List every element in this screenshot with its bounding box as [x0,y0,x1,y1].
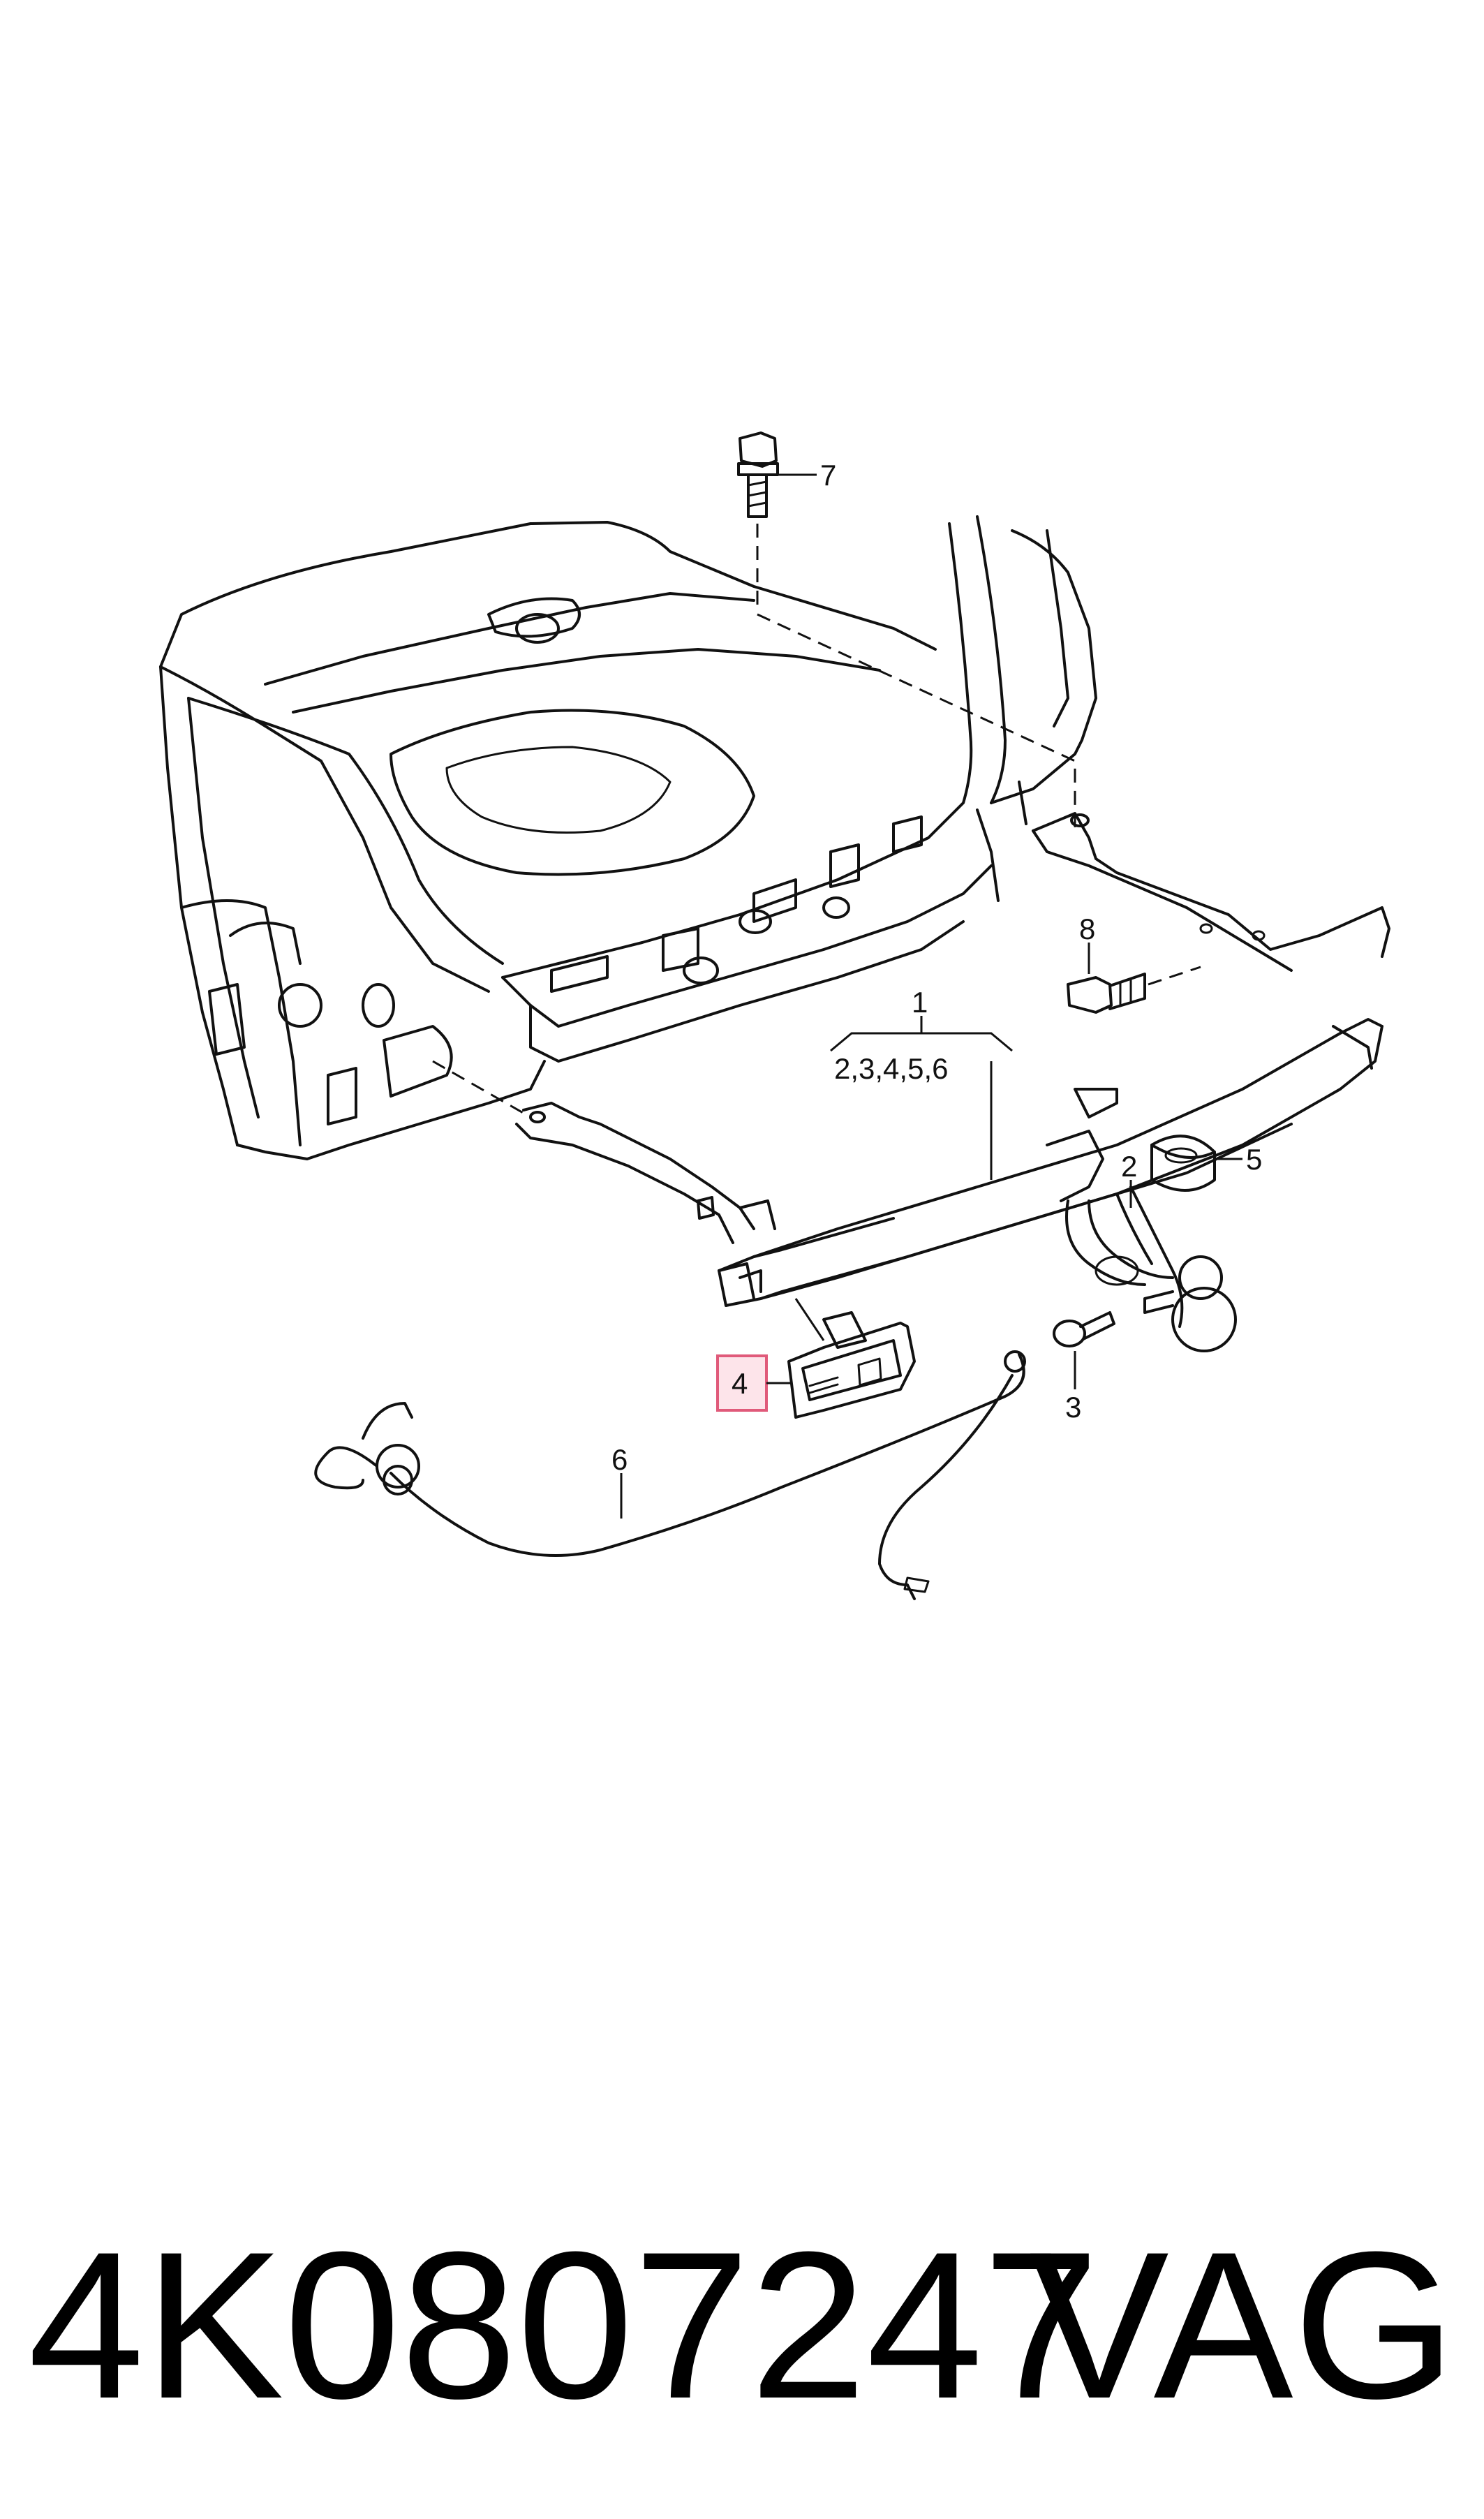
screw-3-icon [1053,1311,1115,1347]
bracket-4-icon [787,1311,916,1419]
left-side-arm [515,1102,776,1244]
callout-1: 1 [912,986,928,1019]
right-mounting-bracket [1032,812,1390,972]
callout-2: 2 [1121,1150,1137,1183]
callout-4-highlight [716,1354,768,1412]
part-number: 4K0807247 [28,2208,1099,2442]
callout-8: 8 [1079,913,1095,945]
callout-1-bracket [830,1032,1013,1052]
callout-3: 3 [1065,1391,1081,1424]
wiring-harness-6 [314,1350,1026,1600]
ball-cap-5-icon [1150,1135,1216,1192]
car-body-rear-section [159,515,1097,1160]
ball-head-assembly [1046,1088,1237,1352]
mounting-axis-line [757,613,1076,831]
callout-6: 6 [611,1443,628,1476]
callout-4: 4 [732,1367,748,1400]
bracket-4-leader-line [794,1298,825,1341]
left-mount-axis-line [432,1060,531,1118]
callout-7: 7 [820,459,836,492]
brand-label: VAG [1029,2208,1456,2442]
bolt-7-icon [737,431,779,518]
tow-bar-crossmember [718,1018,1383,1307]
callout-5: 5 [1246,1143,1262,1176]
callout-1-sub: 2,3,4,5,6 [834,1052,948,1085]
bolt-8-icon [1067,966,1201,1014]
